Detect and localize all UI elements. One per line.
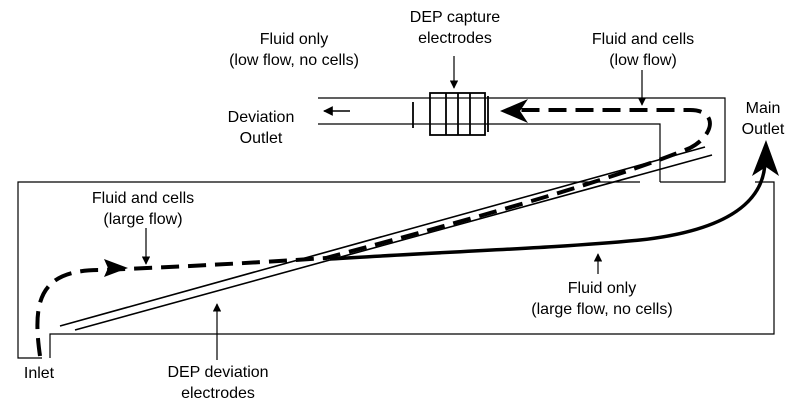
label-fluid-and-cells-large-flow: Fluid and cells(large flow) [91, 190, 195, 228]
fluid-flow-path [329, 159, 767, 261]
label-fluid-only-low-flow: Fluid only(low flow, no cells) [229, 31, 359, 69]
cell-flow-path [35, 108, 712, 357]
label-fluid-and-cells-low-flow: Fluid and cells(low flow) [591, 31, 695, 69]
main-outlet-arrowhead [752, 140, 779, 176]
label-inlet: Inlet [23, 365, 55, 382]
label-fluid-only-large-flow: Fluid only(large flow, no cells) [531, 280, 673, 318]
cell-flow-inlet-arrowhead [104, 259, 128, 277]
cell-flow-capture-arrowhead [500, 99, 528, 123]
label-leaders [141, 56, 647, 360]
main-channel-outline [17, 97, 775, 359]
dep-capture-electrodes [412, 92, 489, 136]
dep-deviation-electrodes [59, 146, 713, 331]
